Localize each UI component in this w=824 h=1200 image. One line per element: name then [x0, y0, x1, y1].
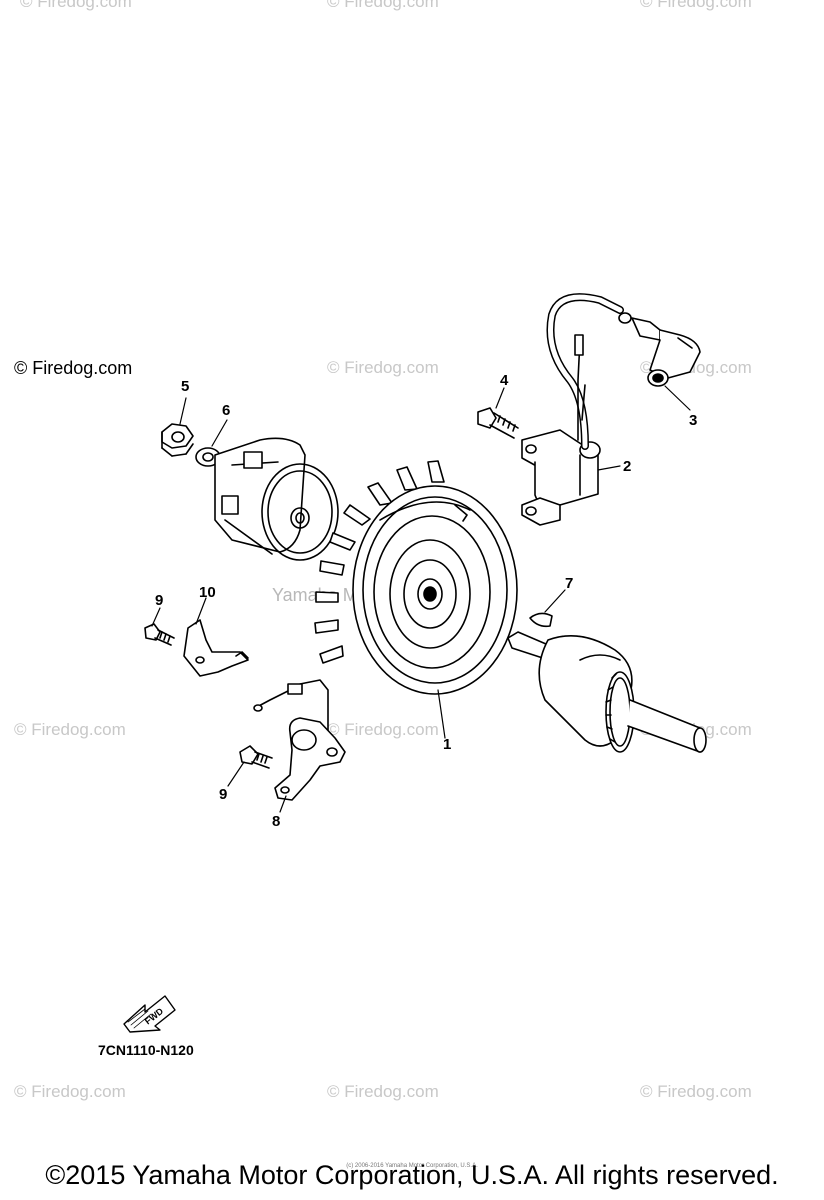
tiny-copyright: (c) 2006-2016 Yamaha Motor Corporation, … [346, 1163, 478, 1169]
part-10-bracket-drawing [183, 619, 249, 677]
callout-9-upper: 9 [155, 592, 164, 609]
part-9-screw-upper-drawing [144, 623, 175, 646]
watermark-top-left: © Firedog.com [20, 0, 132, 11]
leader-lines [151, 385, 691, 813]
part-3-plug-cap-drawing [618, 312, 701, 387]
callout-10: 10 [199, 584, 216, 601]
watermark-low-left: © Firedog.com [14, 720, 126, 739]
part-9-screw-lower-drawing [239, 745, 273, 769]
callout-5: 5 [181, 378, 190, 395]
callout-4: 4 [500, 372, 509, 389]
starter-pulley-drawing [214, 437, 339, 561]
crankshaft-drawing [507, 631, 707, 753]
part-8-pulser-coil-drawing [253, 679, 346, 801]
callout-9-lower: 9 [219, 786, 228, 803]
watermark-mid-left: © Firedog.com [14, 358, 133, 378]
watermark-mid-center: © Firedog.com [327, 358, 439, 377]
fwd-arrow-icon [123, 995, 176, 1033]
callout-3: 3 [689, 412, 698, 429]
part-7-key-drawing [529, 612, 553, 628]
callout-2: 2 [623, 458, 632, 475]
watermark-bottom-center: © Firedog.com [327, 1082, 439, 1101]
watermark-top-center: © Firedog.com [327, 0, 439, 11]
watermark-top-right: © Firedog.com [640, 0, 752, 11]
watermark-bottom-right: © Firedog.com [640, 1082, 752, 1101]
callout-8: 8 [272, 813, 281, 830]
callout-6: 6 [222, 402, 231, 419]
part-1-flywheel-drawing [314, 460, 518, 695]
callout-1: 1 [443, 736, 452, 753]
callout-7: 7 [565, 575, 574, 592]
part-4-bolt-drawing [477, 407, 519, 439]
part-5-nut-drawing [161, 423, 194, 457]
copyright-footer: ©2015 Yamaha Motor Corporation, U.S.A. A… [45, 1160, 779, 1190]
watermark-low-center: © Firedog.com [327, 720, 439, 739]
part-2-ignition-coil-drawing [521, 293, 624, 526]
diagram-code: 7CN1110-N120 [98, 1042, 194, 1058]
watermark-bottom-left: © Firedog.com [14, 1082, 126, 1101]
